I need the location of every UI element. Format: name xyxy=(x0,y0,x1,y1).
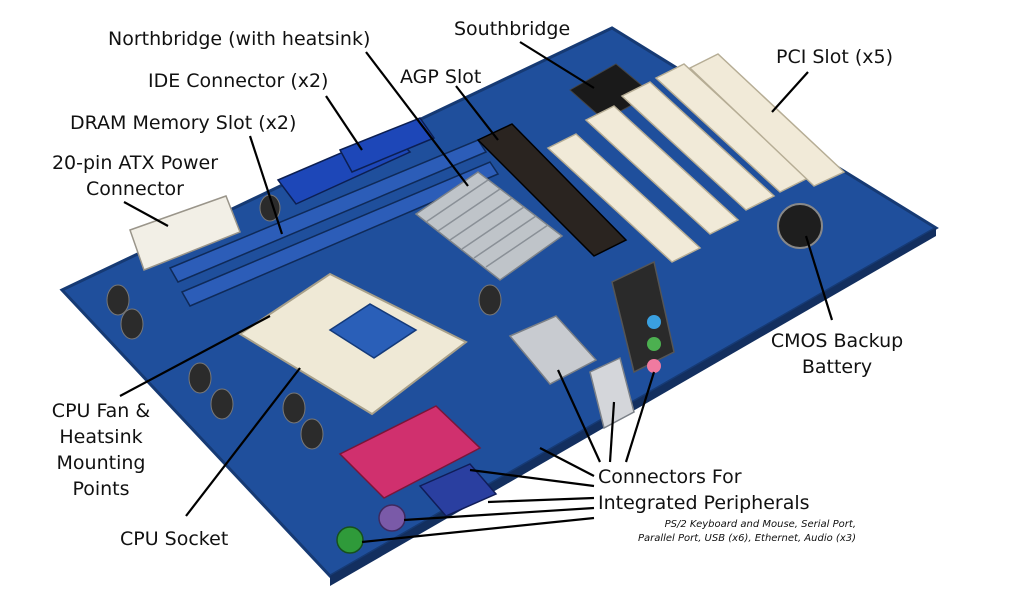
pci-slot-3 xyxy=(620,81,776,211)
leader-conn-usb xyxy=(608,401,616,463)
leader-southbridge xyxy=(519,41,595,89)
leader-conn-ps2-mouse xyxy=(403,506,595,522)
label-connectors-line1: Connectors For xyxy=(598,466,742,488)
leader-conn-audio xyxy=(624,371,656,463)
label-northbridge: Northbridge (with heatsink) xyxy=(108,28,371,50)
dram-slot-2 xyxy=(180,161,500,307)
leader-conn-serial xyxy=(487,496,595,504)
leader-northbridge xyxy=(365,51,469,187)
ide-connector-2 xyxy=(338,117,436,173)
label-dram: DRAM Memory Slot (x2) xyxy=(70,112,297,134)
label-cpu-fan: CPU Fan & Heatsink Mounting Points xyxy=(36,398,166,502)
label-atx-power-line1: 20-pin ATX Power xyxy=(51,152,219,174)
leader-conn-usb2 xyxy=(539,447,595,477)
leader-agp xyxy=(455,85,499,141)
dram-slot-1 xyxy=(168,139,488,283)
leader-cpu-fan xyxy=(119,315,271,397)
label-southbridge: Southbridge xyxy=(454,18,571,40)
leader-lines xyxy=(119,41,834,544)
label-cpu-fan-line2: Heatsink xyxy=(59,426,143,448)
leader-ide xyxy=(325,95,363,151)
ethernet-port xyxy=(508,315,598,385)
label-agp: AGP Slot xyxy=(400,66,482,88)
label-cpu-fan-line1: CPU Fan & xyxy=(51,400,151,422)
label-cmos-line2: Battery xyxy=(801,356,873,378)
audio-jack-blue xyxy=(647,315,661,329)
leader-conn-ps2-kbd xyxy=(361,516,595,544)
label-connectors: Connectors For Integrated Peripherals xyxy=(598,464,810,516)
label-ide: IDE Connector (x2) xyxy=(148,70,329,92)
usb-ports xyxy=(589,356,635,430)
northbridge-heatsink xyxy=(414,171,564,281)
label-peripherals-note-line2: Parallel Port, USB (x6), Ethernet, Audio… xyxy=(637,533,856,544)
label-cpu-socket: CPU Socket xyxy=(120,528,229,550)
ps2-keyboard-port xyxy=(336,526,364,554)
label-cmos-line1: CMOS Backup xyxy=(770,330,904,352)
cmos-battery xyxy=(777,203,823,249)
leader-cpu-socket xyxy=(185,367,301,517)
label-pci: PCI Slot (x5) xyxy=(776,46,893,68)
audio-jack-pink xyxy=(647,359,661,373)
ps2-mouse-port xyxy=(378,504,406,532)
label-cpu-fan-line3: Mounting xyxy=(56,452,146,474)
leader-pci xyxy=(771,71,809,113)
serial-port xyxy=(418,463,498,517)
audio-jack-green xyxy=(647,337,661,351)
leader-atx xyxy=(123,201,169,227)
label-peripherals-note-line1: PS/2 Keyboard and Mouse, Serial Port, xyxy=(664,519,856,530)
cpu-socket-cavity xyxy=(328,303,418,359)
leader-conn-ethernet xyxy=(556,369,602,463)
parallel-port xyxy=(338,405,482,499)
pci-slot-5 xyxy=(688,53,846,187)
label-atx-power-line2: Connector xyxy=(86,178,184,200)
agp-slot xyxy=(476,123,628,257)
label-peripherals-note: PS/2 Keyboard and Mouse, Serial Port, Pa… xyxy=(606,518,856,546)
label-atx-power: 20-pin ATX Power Connector xyxy=(40,150,230,202)
atx-power-connector xyxy=(129,195,241,271)
leader-dram xyxy=(248,135,284,235)
label-cmos: CMOS Backup Battery xyxy=(762,328,912,380)
heatsink-fins xyxy=(425,179,549,268)
label-connectors-line2: Integrated Peripherals xyxy=(598,492,810,514)
label-cpu-fan-line4: Points xyxy=(72,478,130,500)
pci-slot-2 xyxy=(584,105,740,235)
leader-cmos xyxy=(804,235,834,321)
pci-slot-1 xyxy=(546,133,702,263)
leader-conn-parallel xyxy=(469,468,595,488)
